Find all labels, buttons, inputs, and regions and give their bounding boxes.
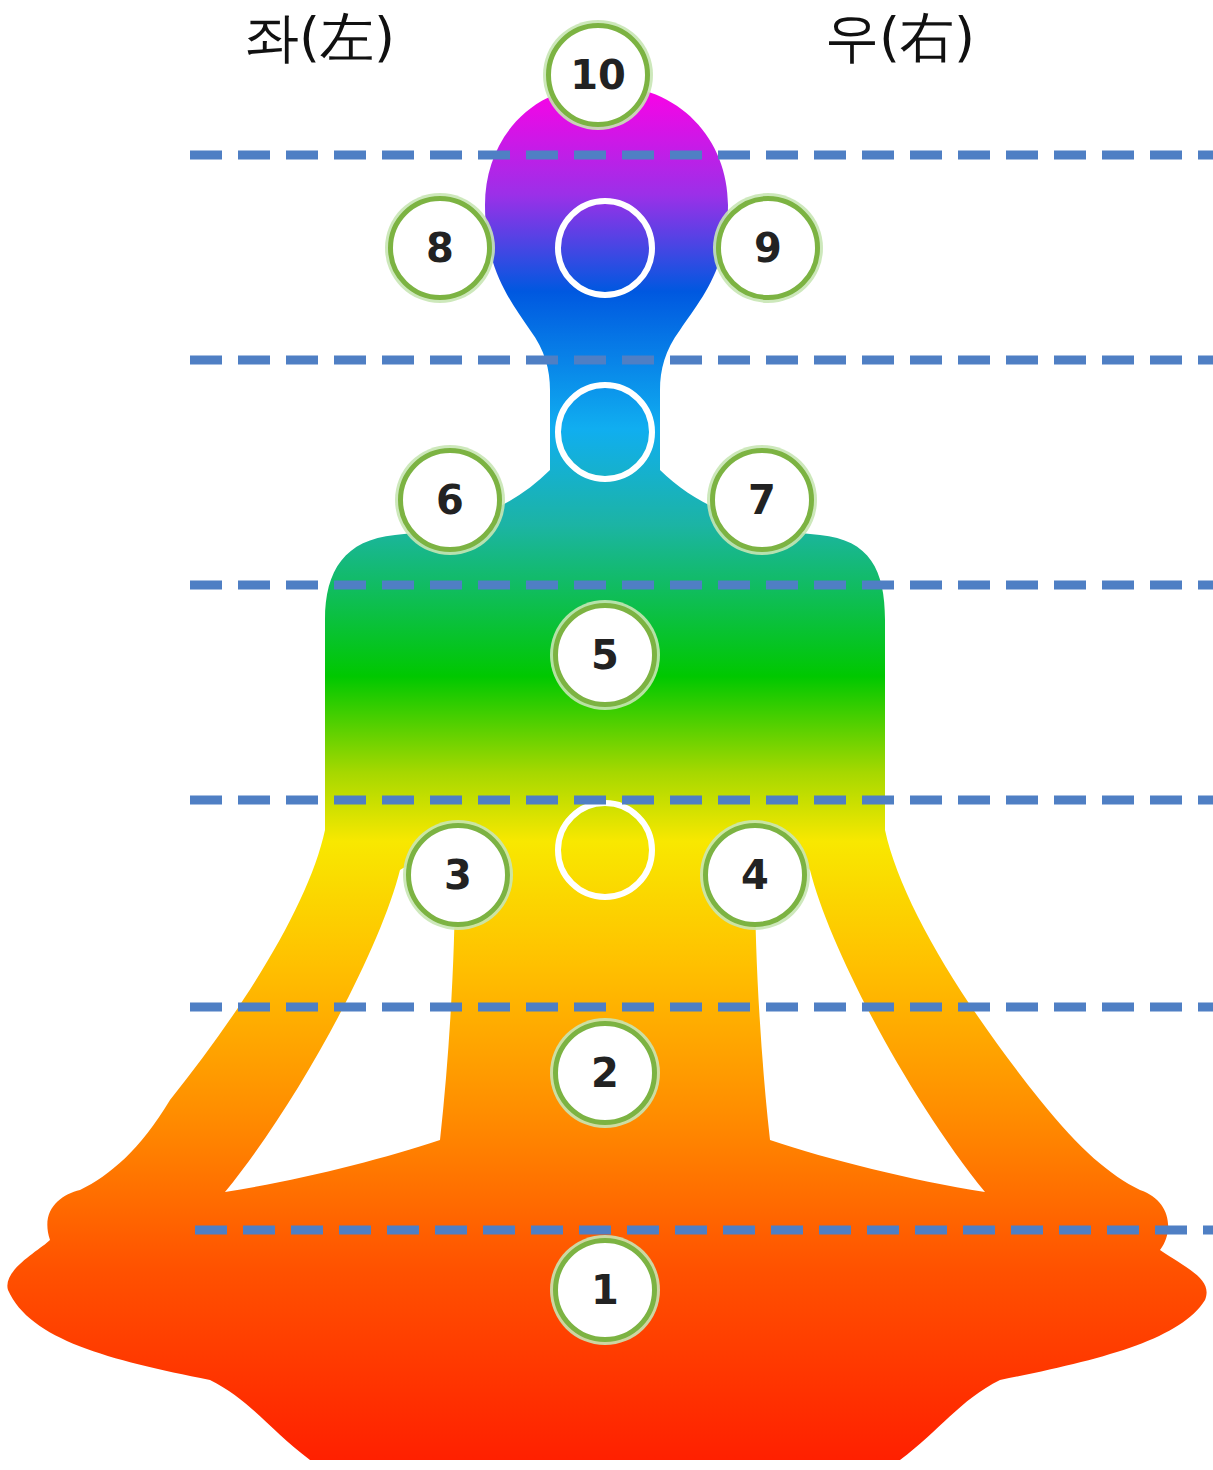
chakra-circle: 5 (553, 603, 657, 707)
side-label: 우(右) (825, 8, 975, 67)
callout-number: 3 (444, 855, 472, 895)
dashed-line (190, 581, 1213, 590)
dashed-line (190, 356, 1213, 365)
chakra-circle: 7 (710, 448, 814, 552)
dashed-line (190, 151, 1213, 160)
callout-number: 4 (741, 855, 769, 895)
chakra-circle: 8 (388, 196, 492, 300)
chakra-circle: 6 (398, 448, 502, 552)
chakra-circle: 2 (553, 1021, 657, 1125)
dashed-line (190, 796, 1213, 805)
body-silhouette (7, 85, 1206, 1460)
ring (558, 385, 652, 479)
arm-gap-left (225, 863, 455, 1192)
chakra-circle: 10 (546, 23, 650, 127)
dashed-line (195, 1226, 1213, 1235)
chakra-circle: 1 (553, 1238, 657, 1342)
callout-number: 6 (436, 480, 464, 520)
chakra-circle: 3 (406, 823, 510, 927)
callout-number: 5 (591, 635, 619, 675)
dashed-line (190, 1003, 1213, 1012)
callout-number: 7 (748, 480, 776, 520)
chakra-circle: 4 (703, 823, 807, 927)
ring (558, 803, 652, 897)
callout-number: 10 (570, 55, 626, 95)
divider-lines (190, 155, 1213, 1230)
side-label: 좌(左) (245, 8, 395, 67)
chakra-circle: 9 (716, 196, 820, 300)
chakra-rings (558, 201, 652, 897)
callout-number: 8 (426, 228, 454, 268)
callout-number: 1 (591, 1270, 619, 1310)
ring (558, 201, 652, 295)
callout-number: 2 (591, 1053, 619, 1093)
callout-number: 9 (754, 228, 782, 268)
